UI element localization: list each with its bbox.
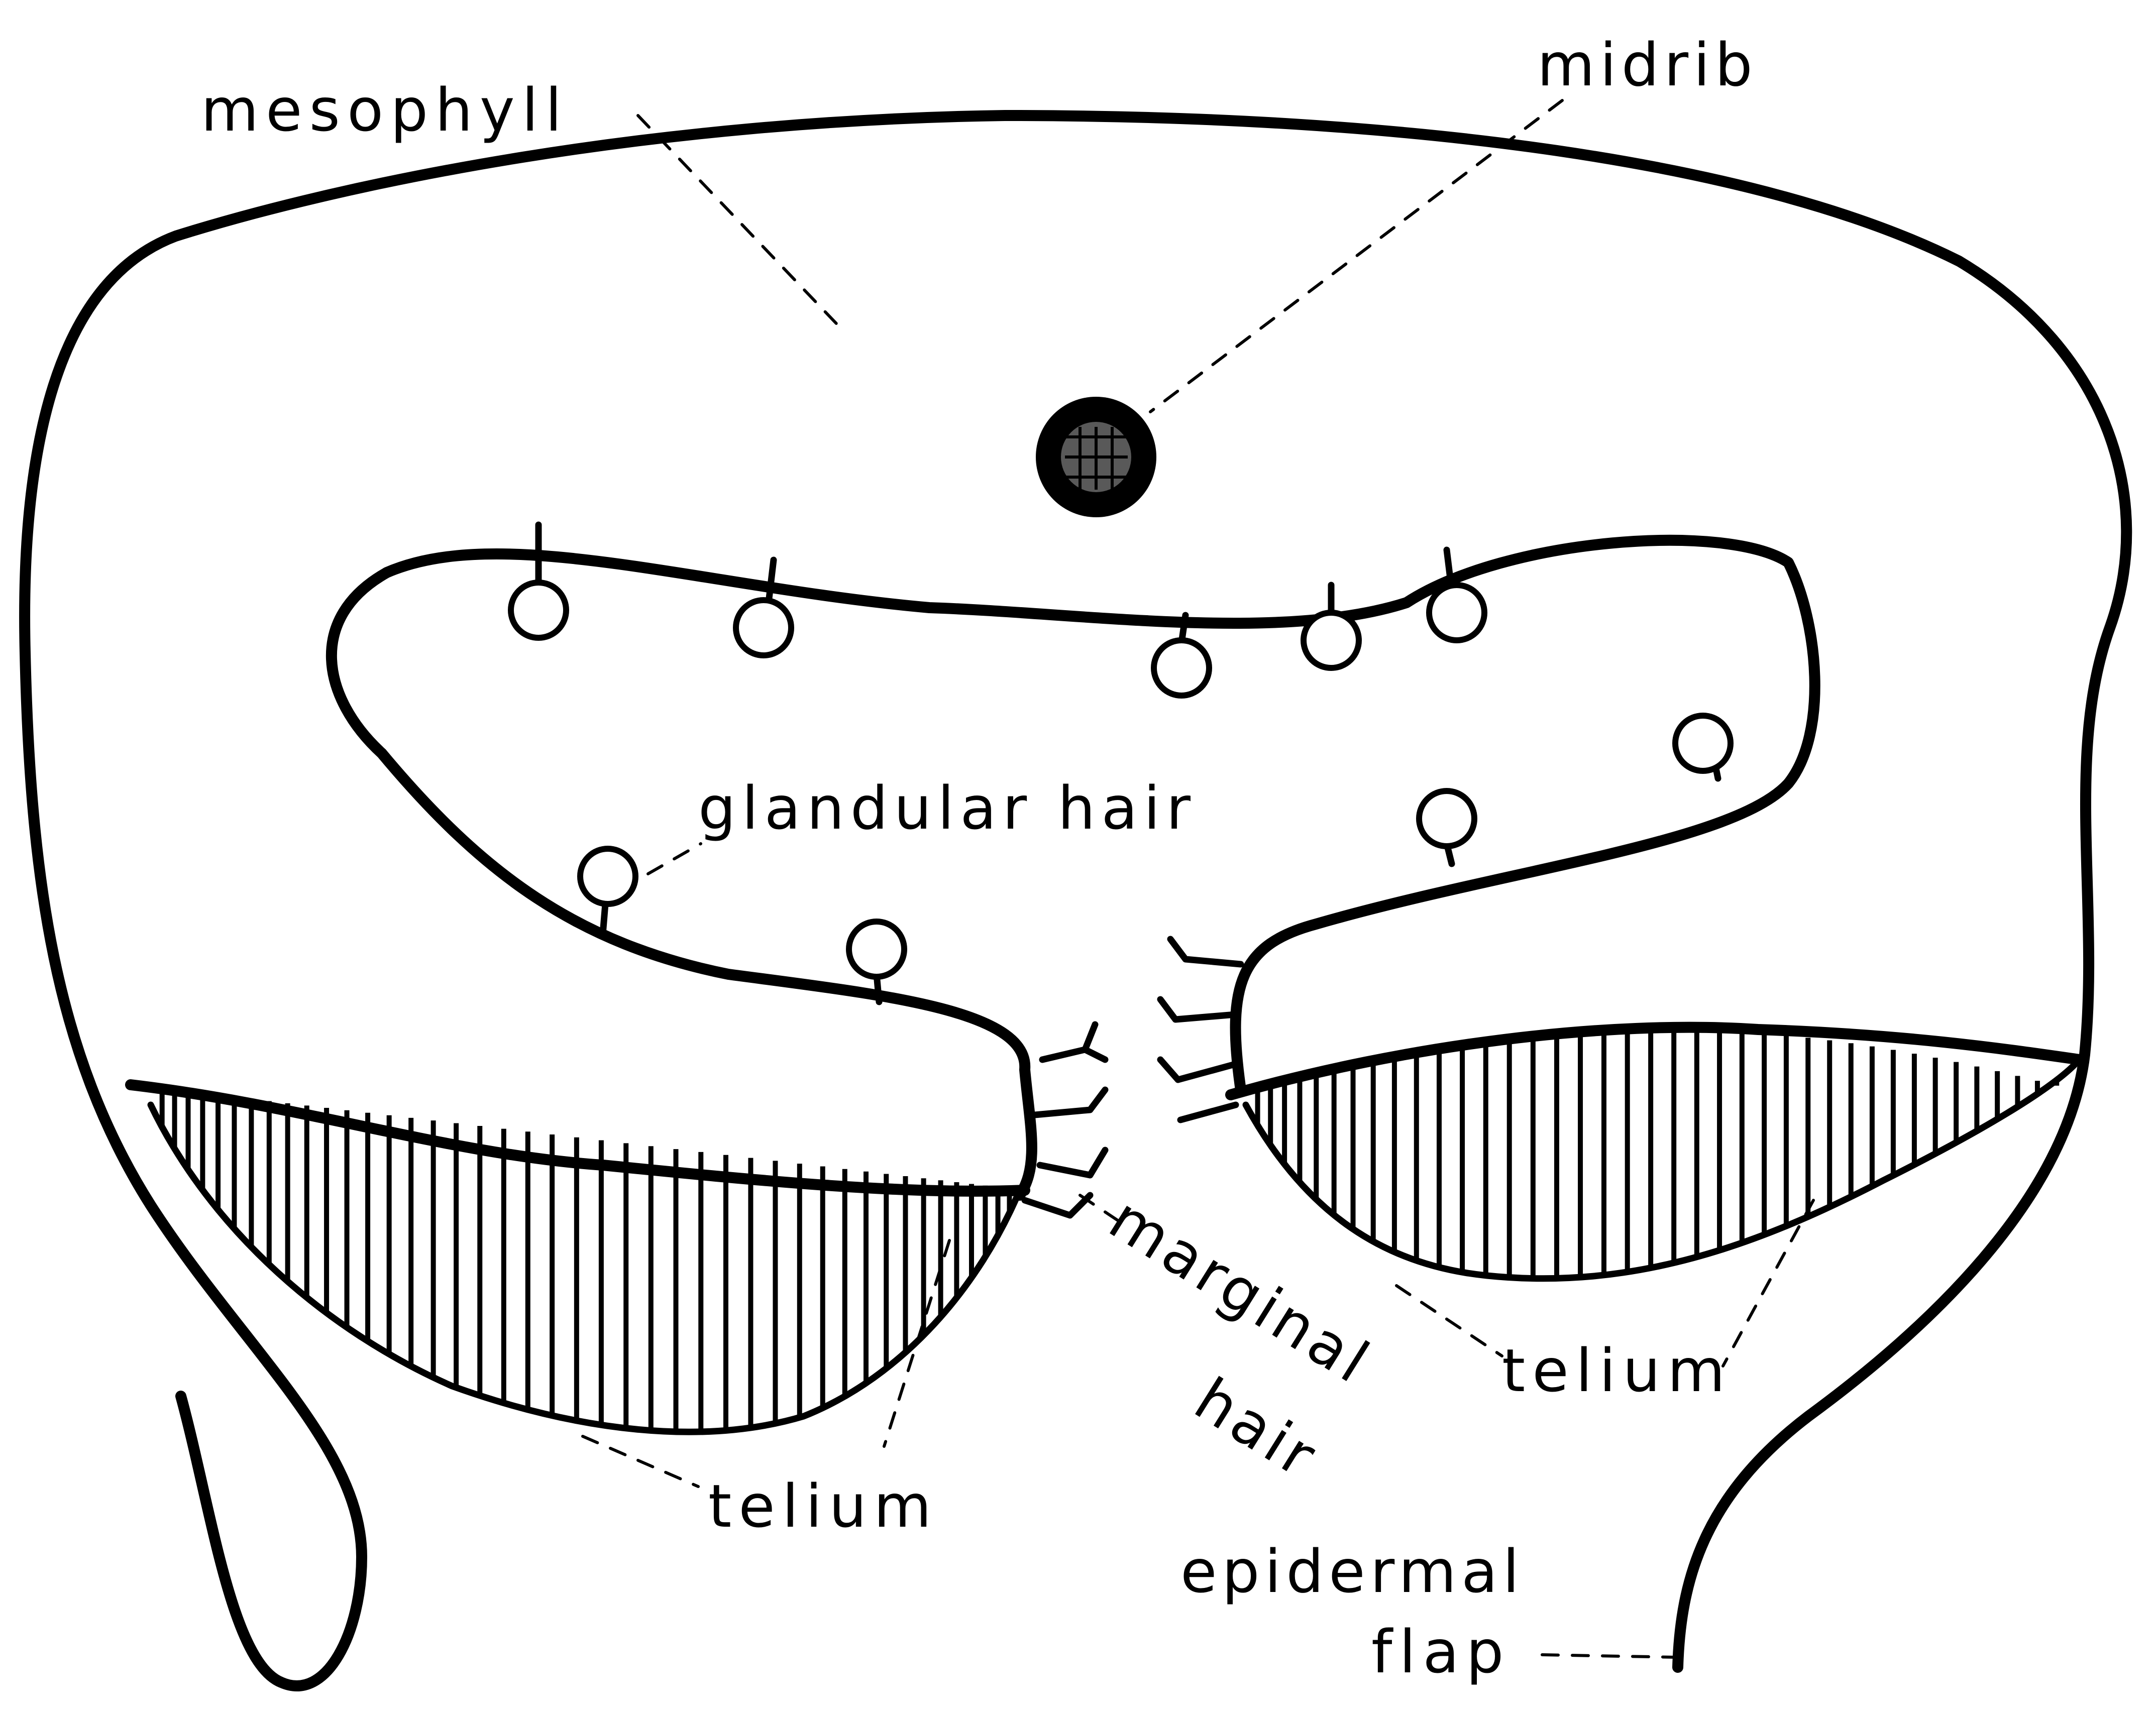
label-marginal-hair-line1: marginal (1098, 1184, 1383, 1398)
leaf-outer-outline (25, 116, 2126, 1686)
glandular-hairs (511, 525, 1731, 1002)
label-marginal-hair-line2: hair (1183, 1364, 1331, 1493)
label-telium-right: telium (1502, 1336, 1732, 1405)
marginal-hairs (1025, 939, 1241, 1215)
telium-left (131, 1085, 1025, 1432)
midrib-structure (1036, 397, 1156, 517)
label-glandular-hair: glandular hair (698, 773, 1197, 843)
leaf-inner-fold (332, 540, 1815, 1195)
telium-right (1231, 1028, 2080, 1279)
label-epidermal-flap-line1: epidermal (1180, 1537, 1524, 1606)
label-telium-left: telium (708, 1471, 938, 1541)
label-epidermal-flap-line2: flap (1371, 1617, 1511, 1686)
label-mesophyll: mesophyll (201, 75, 569, 145)
label-midrib: midrib (1537, 30, 1758, 99)
